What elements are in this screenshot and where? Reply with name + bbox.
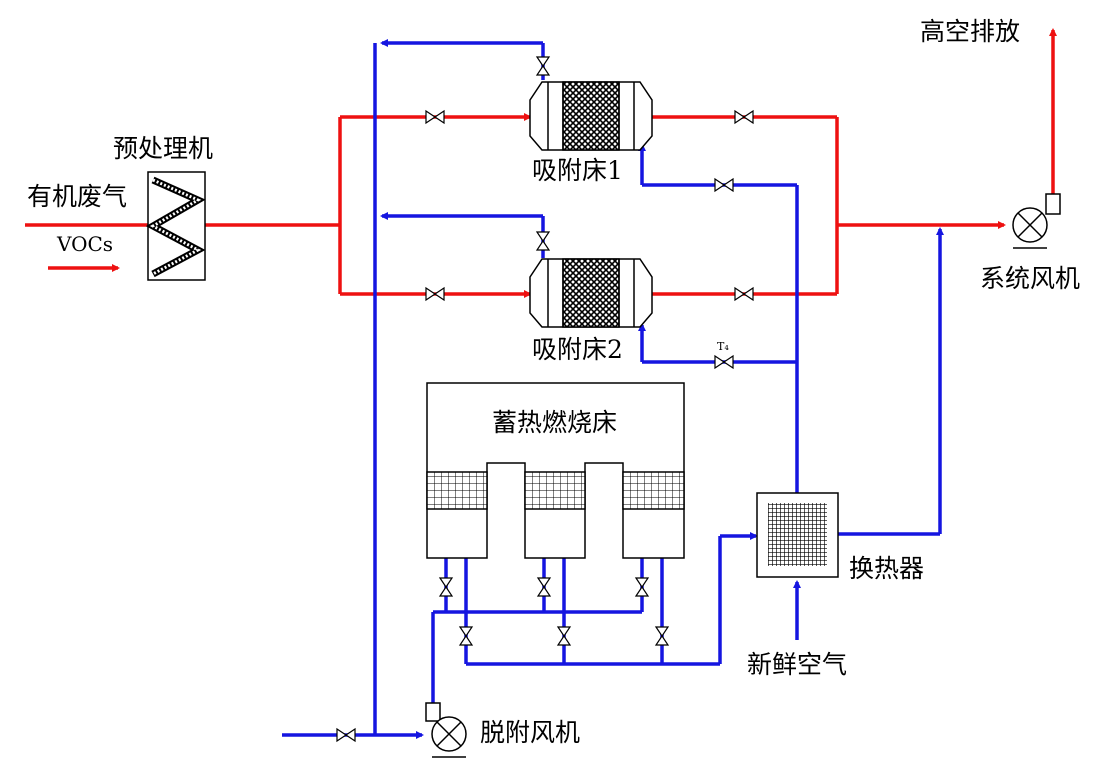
rto-unit [426, 382, 685, 559]
pretreatment-unit [145, 171, 206, 281]
valve-icon [535, 56, 551, 76]
heat-exchanger [756, 492, 839, 578]
valve-icon [734, 109, 754, 125]
valve-icon [734, 286, 754, 302]
valve-icon [654, 626, 670, 646]
system-fan [1012, 193, 1061, 249]
valve-icon [438, 577, 454, 597]
organic-gas-label: 有机废气 [27, 182, 128, 211]
pretreatment-label: 预处理机 [113, 134, 214, 163]
vocs-label: VOCs [57, 232, 114, 256]
desorption-fan-label: 脱附风机 [480, 718, 581, 747]
bed-2-label: 吸附床2 [532, 335, 623, 364]
fresh-air-label: 新鲜空气 [747, 650, 848, 679]
adsorption-bed-1 [529, 81, 653, 151]
valve-icon [536, 577, 552, 597]
valve-icon [425, 286, 445, 302]
adsorption-bed-2 [529, 258, 653, 328]
valve-icon [336, 727, 356, 743]
valve-icon [714, 177, 734, 193]
valve-icon [714, 354, 734, 370]
exhaust-label: 高空排放 [920, 17, 1021, 46]
system-fan-label: 系统风机 [980, 264, 1081, 293]
bed-1-label: 吸附床1 [532, 156, 623, 185]
heat-exchanger-label: 换热器 [849, 554, 925, 583]
valves [336, 56, 754, 743]
valve-icon [425, 109, 445, 125]
rto-label: 蓄热燃烧床 [492, 408, 618, 437]
valve-icon [556, 626, 572, 646]
desorption-fan [425, 702, 467, 758]
valve-icon [458, 626, 474, 646]
valve-icon [535, 231, 551, 251]
t4-label: T₄ [717, 340, 729, 353]
valve-icon [634, 577, 650, 597]
